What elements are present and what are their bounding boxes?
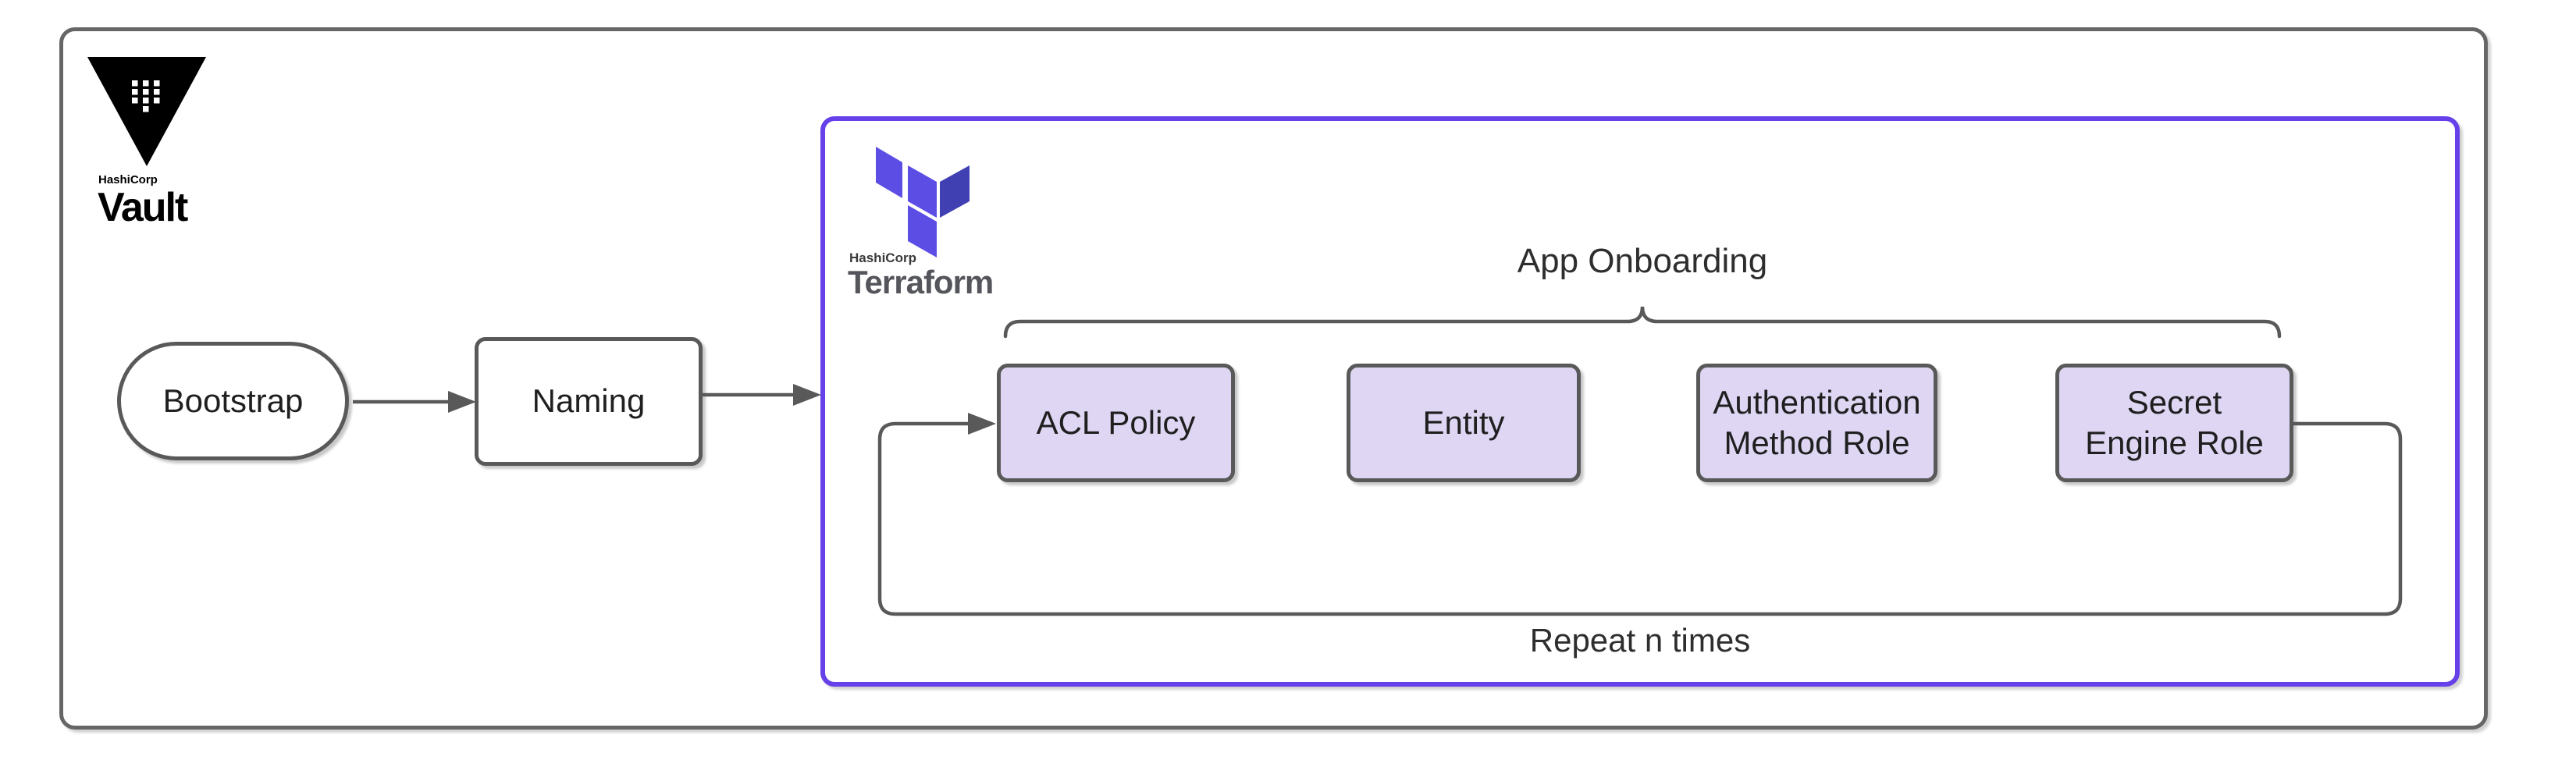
terraform-icon [876,147,970,257]
vault-company-label: HashiCorp [98,173,158,186]
vault-product-label: Vault [98,185,188,230]
step-authentication-method-role: Authentication Method Role [1696,364,1937,482]
vault-logo: HashiCorp Vault [87,57,212,228]
step-secret-engine-role: Secret Engine Role [2055,364,2293,482]
terraform-product-label: Terraform [848,264,994,300]
vault-icon [87,57,206,166]
bootstrap-node: Bootstrap [117,342,349,460]
terraform-logo: HashiCorp Terraform [848,145,1035,299]
step-entity: Entity [1347,364,1581,482]
naming-node: Naming [475,337,703,466]
repeat-n-times-label: Repeat n times [1529,622,1751,659]
terraform-company-label: HashiCorp [849,250,916,265]
step-secret-engine-role-label: Secret Engine Role [2085,383,2264,462]
step-authentication-method-role-label: Authentication Method Role [1713,383,1921,462]
bootstrap-node-label: Bootstrap [162,382,304,419]
step-acl-policy-label: ACL Policy [1036,403,1196,441]
step-entity-label: Entity [1422,403,1505,441]
step-acl-policy: ACL Policy [997,364,1235,482]
app-onboarding-title: App Onboarding [1517,242,1768,280]
naming-node-label: Naming [532,382,646,420]
